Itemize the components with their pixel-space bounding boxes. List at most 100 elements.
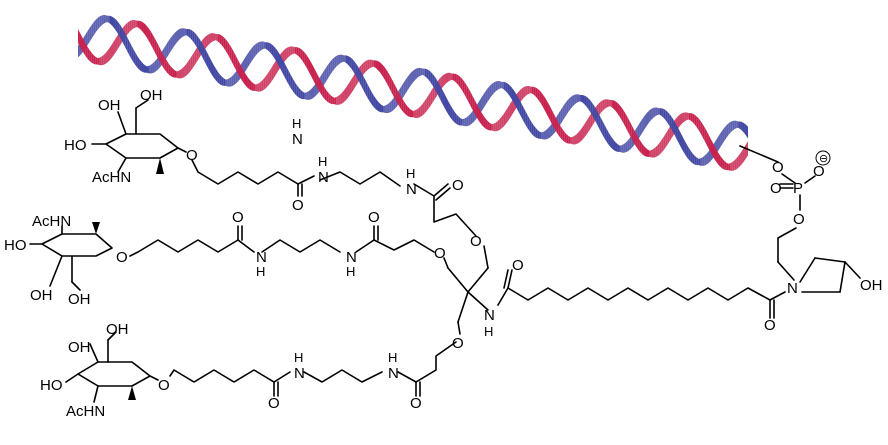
helix-segment [635,132,638,149]
helix-segment [539,90,542,104]
helix-segment [324,86,327,101]
helix-segment [107,15,110,24]
helix-segment [633,129,636,146]
helix-segment [594,105,597,123]
helix-segment [146,26,149,42]
helix-segment [637,136,640,152]
helix-segment [499,81,502,89]
helix-segment [434,76,437,93]
helix-segment [353,60,356,76]
dna-helix [78,15,748,171]
helix-segment [643,145,646,157]
helix-segment [302,50,305,65]
helix-segment [738,153,741,169]
helix-segment [243,57,246,75]
helix-segment [359,69,362,88]
helix-segment [619,145,622,153]
helix-segment [115,19,118,33]
helix-segment [462,78,465,95]
helix-segment [535,87,538,99]
helix-segment [273,45,276,60]
helix-segment [456,74,459,86]
helix-segment [619,105,622,121]
helix-segment [298,87,301,99]
helix-segment [349,78,352,96]
helix-segment [590,111,593,129]
helix-segment [233,51,236,70]
helix-segment [440,75,443,91]
helix-segment [700,157,703,166]
helix-segment [336,96,339,105]
helix-segment [166,60,169,75]
amide-o-chain: O [512,257,524,274]
helix-segment [608,99,611,107]
helix-segment [227,78,230,87]
helix-segment [615,101,618,115]
helix-segment [78,29,80,47]
truncated-n-top: N [292,131,303,148]
helix-segment [588,114,591,132]
helix-segment [340,92,343,105]
helix-segment [702,155,705,166]
helix-segment [663,108,666,120]
helix-segment [381,63,384,78]
helix-segment [416,67,419,79]
helix-segment [681,112,683,125]
helix-segment [401,96,404,112]
helix-segment [97,57,100,66]
helix-segment [223,37,226,52]
helix-segment [448,101,451,118]
helix-segment [690,113,693,123]
helix-segment [478,106,480,123]
helix-segment [428,70,431,83]
helix-segment [314,68,317,87]
helix-segment [215,33,218,42]
helix-segment [338,54,341,65]
helix-segment [312,85,315,99]
helix-segment [714,146,717,163]
helix-segment [81,36,84,54]
amide-o-pyrrolidine: O [764,317,776,334]
helix-segment [710,138,713,156]
helix-segment [625,140,628,153]
helix-segment [582,95,585,105]
helix-segment [176,70,179,79]
helix-segment [334,56,337,70]
helix-segment [495,81,498,92]
helix-segment [511,87,514,103]
amide-o-top2: O [292,197,304,214]
helix-segment [322,83,325,99]
helix-segment [485,88,488,105]
helix-segment [109,45,112,61]
helix-segment [572,135,575,145]
helix-front-strand [78,15,748,171]
helix-segment [292,78,295,94]
helix-segment [129,41,132,59]
helix-segment [418,105,421,118]
helix-segment [145,65,147,73]
sugar-middle: AcHN HO OH OH [4,213,113,308]
helix-segment [428,91,431,109]
helix-segment [259,41,262,52]
helix-segment [545,97,547,115]
sugar-middle-achn: AcHN [32,213,71,230]
helix-segment [535,127,538,139]
helix-segment [744,144,747,162]
helix-segment [460,76,463,91]
phosphate-o1: O [772,159,784,176]
helix-segment [145,24,147,38]
helix-segment [481,113,484,128]
helix-segment [93,19,96,36]
helix-segment [131,44,134,62]
helix-segment [647,149,650,157]
sugar-middle-ho: HO [4,237,27,254]
helix-segment [279,53,281,71]
helix-segment [111,16,114,28]
helix-segment [564,101,567,118]
helix-segment [655,145,658,158]
helix-segment [560,126,563,141]
helix-segment [621,107,624,125]
helix-segment [661,137,664,153]
helix-segment [418,67,421,77]
helix-segment [550,122,553,137]
